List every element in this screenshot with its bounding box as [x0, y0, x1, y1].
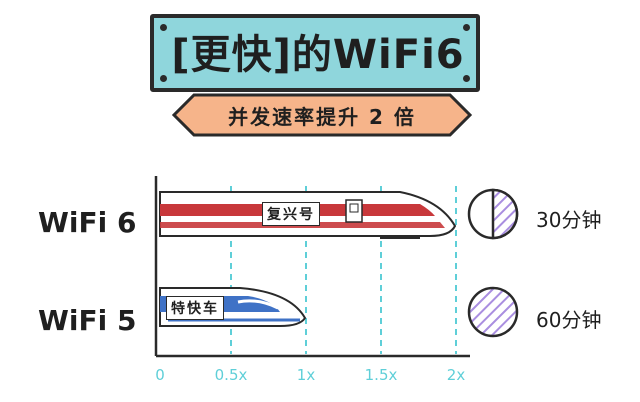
wifi5-time: 60分钟	[536, 308, 602, 332]
subtitle: 并发速率提升 2 倍	[228, 104, 416, 129]
wifi6-time: 30分钟	[536, 208, 602, 232]
row-label-wifi5: WiFi 5	[38, 304, 137, 337]
time-pie-slice	[491, 188, 519, 240]
tick-label: 1x	[296, 366, 316, 384]
time-pie	[467, 286, 519, 338]
banner-rivet	[463, 24, 470, 31]
tick-label: 0	[155, 366, 165, 384]
row-label-wifi6: WiFi 6	[38, 206, 137, 239]
tick-label: 0.5x	[214, 366, 248, 384]
tick-label: 1.5x	[364, 366, 398, 384]
tick-label: 2x	[446, 366, 466, 384]
banner-rivet	[463, 75, 470, 82]
wifi6-train-window	[349, 203, 359, 213]
subtitle-ribbon	[172, 93, 472, 137]
wifi5-train-window	[237, 299, 279, 310]
wifi5-train-name: 特快车	[166, 296, 224, 320]
title-banner	[150, 14, 480, 92]
banner-rivet	[160, 75, 167, 82]
banner-rivet	[160, 24, 167, 31]
page-title: [更快]的WiFi6	[171, 32, 465, 78]
wifi6-train-name: 复兴号	[262, 202, 320, 226]
